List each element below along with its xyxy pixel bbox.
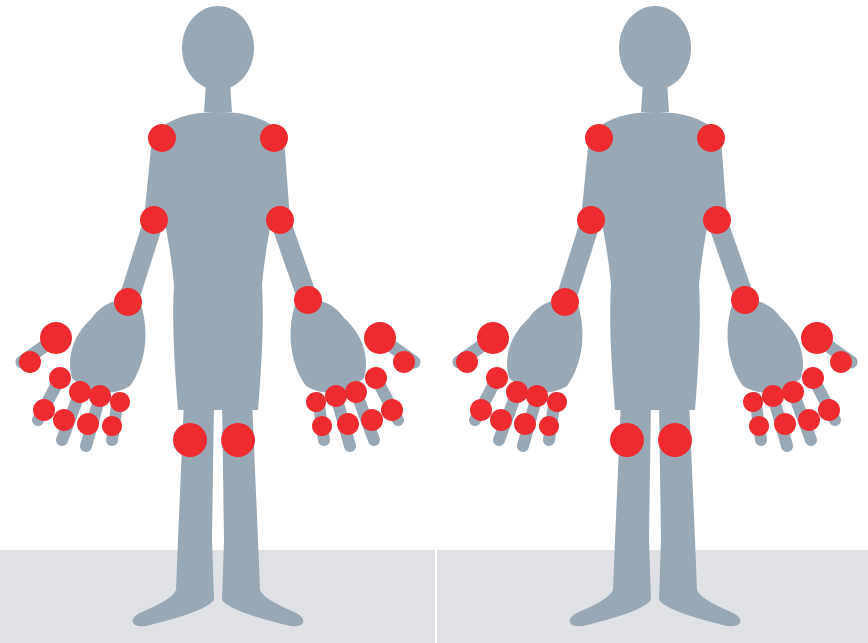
neck <box>641 82 669 112</box>
joint-marker <box>547 392 567 412</box>
joint-marker <box>381 399 403 421</box>
left-figure <box>19 6 415 626</box>
right-palm <box>291 299 366 392</box>
joint-marker <box>114 288 142 316</box>
joint-marker <box>89 385 111 407</box>
joint-marker <box>539 416 559 436</box>
right-palm <box>728 299 803 392</box>
joint-marker <box>364 322 396 354</box>
joint-marker <box>802 367 824 389</box>
joint-marker <box>477 322 509 354</box>
joint-marker <box>19 351 41 373</box>
joint-marker <box>49 367 71 389</box>
joint-marker <box>697 124 725 152</box>
joint-marker <box>749 416 769 436</box>
joint-marker <box>306 392 326 412</box>
joint-marker <box>743 392 763 412</box>
joint-marker <box>610 423 644 457</box>
joint-marker <box>551 288 579 316</box>
joint-marker <box>585 124 613 152</box>
joint-marker <box>69 381 91 403</box>
joint-marker <box>294 286 322 314</box>
joint-marker <box>830 351 852 373</box>
joint-marker <box>393 351 415 373</box>
joint-marker <box>325 385 347 407</box>
joint-marker <box>148 124 176 152</box>
torso <box>154 112 282 410</box>
joint-marker <box>173 423 207 457</box>
joint-marker <box>33 399 55 421</box>
joint-marker <box>801 322 833 354</box>
joint-marker <box>266 206 294 234</box>
joint-marker <box>77 413 99 435</box>
joint-marker <box>526 385 548 407</box>
joint-marker <box>53 409 75 431</box>
joint-marker <box>361 409 383 431</box>
joint-marker <box>658 423 692 457</box>
figures-layer <box>19 6 852 626</box>
joint-marker <box>221 423 255 457</box>
joint-marker <box>703 206 731 234</box>
joint-marker <box>506 381 528 403</box>
joint-marker <box>140 206 168 234</box>
joint-marker <box>514 413 536 435</box>
joint-marker <box>486 367 508 389</box>
joint-marker <box>470 399 492 421</box>
joint-marker <box>345 381 367 403</box>
joint-marker <box>337 413 359 435</box>
head <box>619 6 691 90</box>
joint-marker <box>260 124 288 152</box>
head <box>182 6 254 90</box>
joint-marker <box>365 367 387 389</box>
joint-marker <box>312 416 332 436</box>
joint-marker <box>782 381 804 403</box>
joint-marker <box>577 206 605 234</box>
joint-marker <box>731 286 759 314</box>
joint-marker <box>762 385 784 407</box>
right-figure <box>456 6 852 626</box>
joint-marker <box>818 399 840 421</box>
joint-marker <box>102 416 122 436</box>
joint-marker <box>798 409 820 431</box>
joint-marker <box>490 409 512 431</box>
neck <box>204 82 232 112</box>
joint-marker <box>40 322 72 354</box>
torso <box>591 112 719 410</box>
floor-right <box>434 550 868 643</box>
joint-marker <box>774 413 796 435</box>
floor-left <box>0 550 434 643</box>
joint-marker <box>456 351 478 373</box>
joint-marker <box>110 392 130 412</box>
